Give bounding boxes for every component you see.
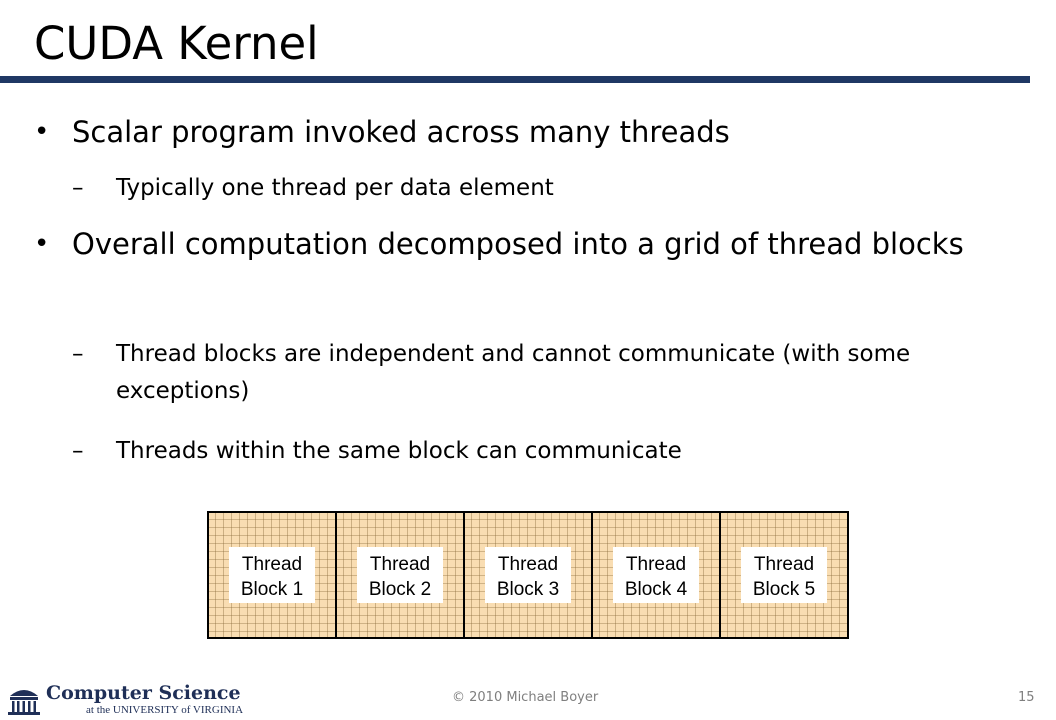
sub-bullet-text: Typically one thread per data element: [116, 175, 554, 201]
logo-text: Computer Science: [46, 682, 241, 704]
sub-bullet-item: – Threads within the same block can comm…: [72, 433, 1036, 470]
logo-subtext: at the UNIVERSITY of VIRGINIA: [86, 704, 244, 716]
bullet-item: • Overall computation decomposed into a …: [34, 222, 1032, 267]
footer-logo: Computer Science at the UNIVERSITY of VI…: [6, 680, 243, 720]
thread-block-label-line2: Block 1: [241, 579, 303, 600]
thread-block-label-line1: Thread: [754, 554, 814, 575]
sub-bullet-marker: –: [72, 175, 84, 201]
title-rule: [0, 76, 1030, 83]
page-number: 15: [1018, 690, 1035, 705]
thread-block-label-line2: Block 5: [753, 579, 815, 600]
thread-block-label-box: [485, 547, 571, 603]
bullet-item: • Scalar program invoked across many thr…: [34, 110, 1032, 155]
thread-block-label-box: [357, 547, 443, 603]
thread-block-label-line1: Thread: [242, 554, 302, 575]
copyright-notice: © 2010 Michael Boyer: [452, 690, 599, 705]
thread-block-label-box: [229, 547, 315, 603]
bullet-list: • Scalar program invoked across many thr…: [34, 110, 1036, 470]
sub-bullet-marker: –: [72, 438, 84, 464]
sub-bullet-item: – Typically one thread per data element: [72, 170, 1036, 207]
sub-bullet-text: Threads within the same block can commun…: [116, 438, 682, 464]
thread-block-label-box: [613, 547, 699, 603]
rotunda-icon: [8, 690, 40, 715]
thread-block-label-line1: Thread: [626, 554, 686, 575]
sub-bullet-item: – Thread blocks are independent and cann…: [72, 336, 1036, 410]
bullet-marker: •: [34, 229, 50, 259]
bullet-text: Scalar program invoked across many threa…: [72, 115, 730, 149]
thread-block-label-line2: Block 4: [625, 579, 688, 600]
bullet-marker: •: [34, 117, 50, 147]
slide-title: CUDA Kernel: [34, 17, 319, 70]
thread-block-label-line2: Block 2: [369, 579, 431, 600]
sub-bullet-text: Thread blocks are independent and cannot…: [116, 341, 911, 404]
thread-block-label-line1: Thread: [498, 554, 558, 575]
thread-block-label-line1: Thread: [370, 554, 430, 575]
thread-block-label-box: [741, 547, 827, 603]
sub-bullet-marker: –: [72, 341, 84, 367]
bullet-text: Overall computation decomposed into a gr…: [72, 227, 964, 261]
thread-block-label-line2: Block 3: [497, 579, 559, 600]
